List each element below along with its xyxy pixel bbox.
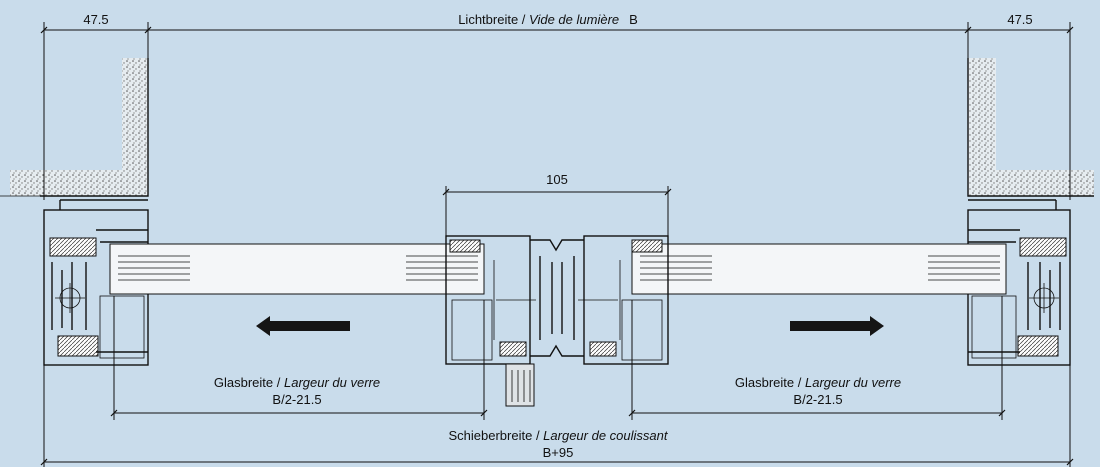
overlap-value: 105 (546, 172, 568, 187)
slider-width-dimension (40, 365, 1074, 467)
glass-width-formula-left: B/2-21.5 (272, 392, 321, 407)
slide-right-arrow-icon (790, 316, 884, 336)
top-dimension (40, 22, 1074, 200)
glass-width-label-left: Glasbreite / Largeur du verre (214, 375, 380, 390)
handle (505, 363, 535, 407)
overlap-dimension (442, 186, 672, 240)
slider-width-formula: B+95 (543, 445, 574, 460)
slider-width-label: Schieberbreite / Largeur de coulissant (449, 428, 669, 443)
right-glass-pane (631, 243, 1007, 295)
left-frame-profile (43, 199, 149, 366)
glass-width-dimension-left (110, 296, 488, 420)
left-jamb-dimension: 47.5 (83, 12, 108, 27)
left-wall (0, 58, 149, 197)
glass-width-formula-right: B/2-21.5 (793, 392, 842, 407)
right-wall (967, 58, 1094, 197)
right-jamb-dimension: 47.5 (1007, 12, 1032, 27)
center-meeting-profile (445, 235, 669, 365)
left-glass-pane (109, 243, 485, 295)
slide-left-arrow-icon (256, 316, 350, 336)
glass-width-dimension-right (628, 296, 1006, 420)
glass-width-label-right: Glasbreite / Largeur du verre (735, 375, 901, 390)
